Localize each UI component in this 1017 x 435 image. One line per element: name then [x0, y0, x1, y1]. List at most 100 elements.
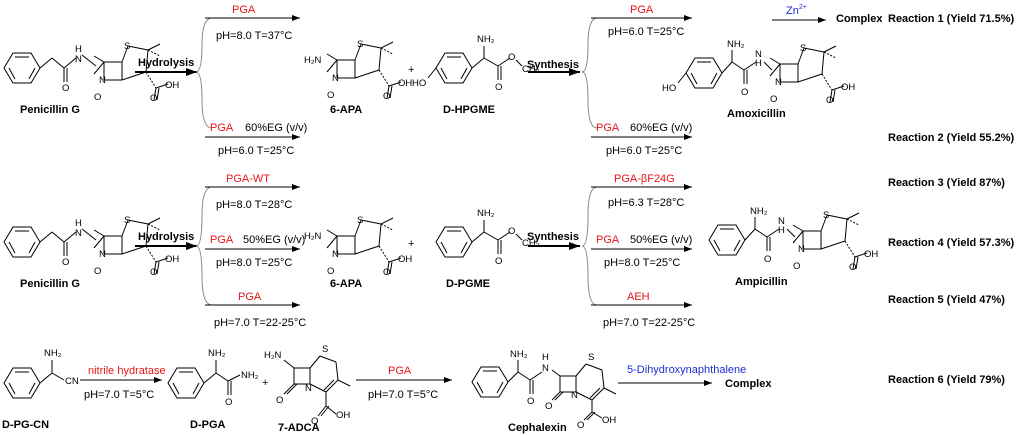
condition-label: pH=8.0 T=25°C	[604, 257, 680, 269]
atom-n: N	[99, 249, 106, 260]
atom-o: O	[62, 257, 69, 268]
6-apa-structure-row2	[326, 217, 402, 275]
atom-o: O	[849, 262, 856, 273]
compound-complex: Complex	[725, 378, 772, 390]
atom-n: N	[99, 75, 106, 86]
atom-nh2: NH₂	[727, 39, 745, 50]
atom-n: N	[75, 228, 82, 239]
compound-penicillin-g: Penicillin G	[20, 104, 80, 116]
d-pgme-structure	[435, 220, 523, 258]
condition-label: pH=6.3 T=28°C	[608, 197, 684, 209]
atom-s: S	[124, 215, 130, 226]
atom-nh2: NH₂	[241, 370, 259, 381]
reaction-label-6: Reaction 6 (Yield 79%)	[888, 374, 1005, 386]
condition-label: pH=8.0 T=37°C	[216, 30, 292, 42]
compound-6-apa: 6-APA	[330, 278, 362, 290]
compound-7-adca: 7-ADCA	[278, 422, 320, 434]
compound-cephalexin: Cephalexin	[508, 422, 567, 434]
atom-oh: OH	[165, 254, 179, 265]
plus-sign: +	[262, 377, 268, 389]
enzyme-label: PGA	[388, 365, 412, 377]
reaction-label-5: Reaction 5 (Yield 47%)	[888, 294, 1005, 306]
atom-s: S	[322, 344, 328, 355]
condition-label: pH=8.0 T=25°C	[216, 257, 292, 269]
brace	[195, 17, 213, 129]
atom-n: N	[305, 383, 312, 394]
compound-d-pgme: D-PGME	[446, 278, 490, 290]
reaction-label-3: Reaction 3 (Yield 87%)	[888, 177, 1005, 189]
atom-s: S	[357, 215, 363, 226]
enzyme-label: PGA	[232, 4, 256, 16]
compound-d-pg-cn: D-PG-CN	[2, 419, 49, 431]
reaction-label-1: Reaction 1 (Yield 71.5%)	[888, 13, 1014, 25]
atom-nh2: NH₂	[477, 34, 495, 45]
condition-label: 50%EG (v/v)	[243, 234, 305, 246]
atom-oh: OH	[165, 80, 179, 91]
enzyme-label: AEH	[627, 291, 650, 303]
penicillin-g-structure-row2	[3, 217, 169, 275]
atom-nh2: NH₂	[750, 206, 768, 217]
atom-o: O	[150, 267, 157, 278]
atom-ho: HO	[412, 78, 426, 89]
atom-o: O	[311, 416, 318, 427]
atom-ch3: CH₃	[522, 64, 540, 75]
atom-ho: HO	[662, 83, 676, 94]
reaction-label-4: Reaction 4 (Yield 57.3%)	[888, 237, 1014, 249]
atom-oh: OH	[398, 254, 412, 265]
atom-o: O	[508, 52, 515, 63]
reaction-label-2: Reaction 2 (Yield 55.2%)	[888, 132, 1014, 144]
enzyme-label: PGA-WT	[226, 173, 270, 185]
atom-oh: OH	[336, 410, 350, 421]
atom-o: O	[62, 83, 69, 94]
atom-h2n: H₂N	[264, 350, 282, 361]
atom-n: N	[755, 49, 762, 60]
compound-amoxicillin: Amoxicillin	[727, 108, 786, 120]
atom-s: S	[124, 41, 130, 52]
enzyme-label: PGA	[210, 122, 234, 134]
condition-label: pH=7.0 T=22-25°C	[214, 317, 306, 329]
atom-o: O	[225, 397, 232, 408]
atom-o: O	[495, 256, 502, 267]
atom-n: N	[75, 54, 82, 65]
atom-n: N	[778, 216, 785, 227]
atom-n: N	[332, 73, 339, 84]
enzyme-label: PGA	[238, 291, 262, 303]
atom-h: H	[75, 218, 82, 229]
d-pg-cn-structure	[3, 360, 65, 399]
compound-d-pga: D-PGA	[190, 419, 226, 431]
atom-o: O	[94, 266, 101, 277]
atom-n: N	[798, 244, 805, 255]
atom-h2n: H₂N	[304, 55, 322, 66]
atom-o: O	[826, 95, 833, 106]
condition-label: 60%EG (v/v)	[630, 122, 692, 134]
atom-nh2: NH₂	[44, 348, 62, 359]
condition-label: pH=8.0 T=28°C	[216, 199, 292, 211]
condition-label: pH=6.0 T=25°C	[606, 145, 682, 157]
atom-o: O	[495, 82, 502, 93]
atom-n: N	[571, 390, 578, 401]
atom-o: O	[508, 226, 515, 237]
atom-nh2: NH₂	[208, 348, 226, 359]
condition-label: 60%EG (v/v)	[245, 122, 307, 134]
amoxicillin-structure	[677, 45, 845, 103]
enzyme-label: PGA	[630, 4, 654, 16]
step-hydrolysis: Hydrolysis	[138, 231, 194, 243]
condition-label: pH=7.0 T=5°C	[368, 389, 438, 401]
atom-s: S	[588, 352, 594, 363]
atom-o: O	[793, 261, 800, 272]
atom-o: O	[94, 92, 101, 103]
reagent-dihydroxynaphthalene: 5-Dihydroxynaphthalene	[627, 364, 746, 376]
step-synthesis: Synthesis	[527, 59, 579, 71]
atom-oh: OH	[398, 78, 412, 89]
atom-o: O	[383, 91, 390, 102]
brace	[581, 186, 598, 306]
compound-6-apa: 6-APA	[330, 104, 362, 116]
enzyme-label: PGA	[596, 122, 620, 134]
d-hpgme-structure	[427, 46, 523, 84]
compound-complex: Complex	[836, 13, 883, 25]
atom-oh: OH	[864, 249, 878, 260]
7-adca-structure	[283, 355, 351, 417]
atom-h: H	[755, 58, 762, 69]
atom-o: O	[545, 401, 552, 412]
atom-o: O	[764, 254, 771, 265]
